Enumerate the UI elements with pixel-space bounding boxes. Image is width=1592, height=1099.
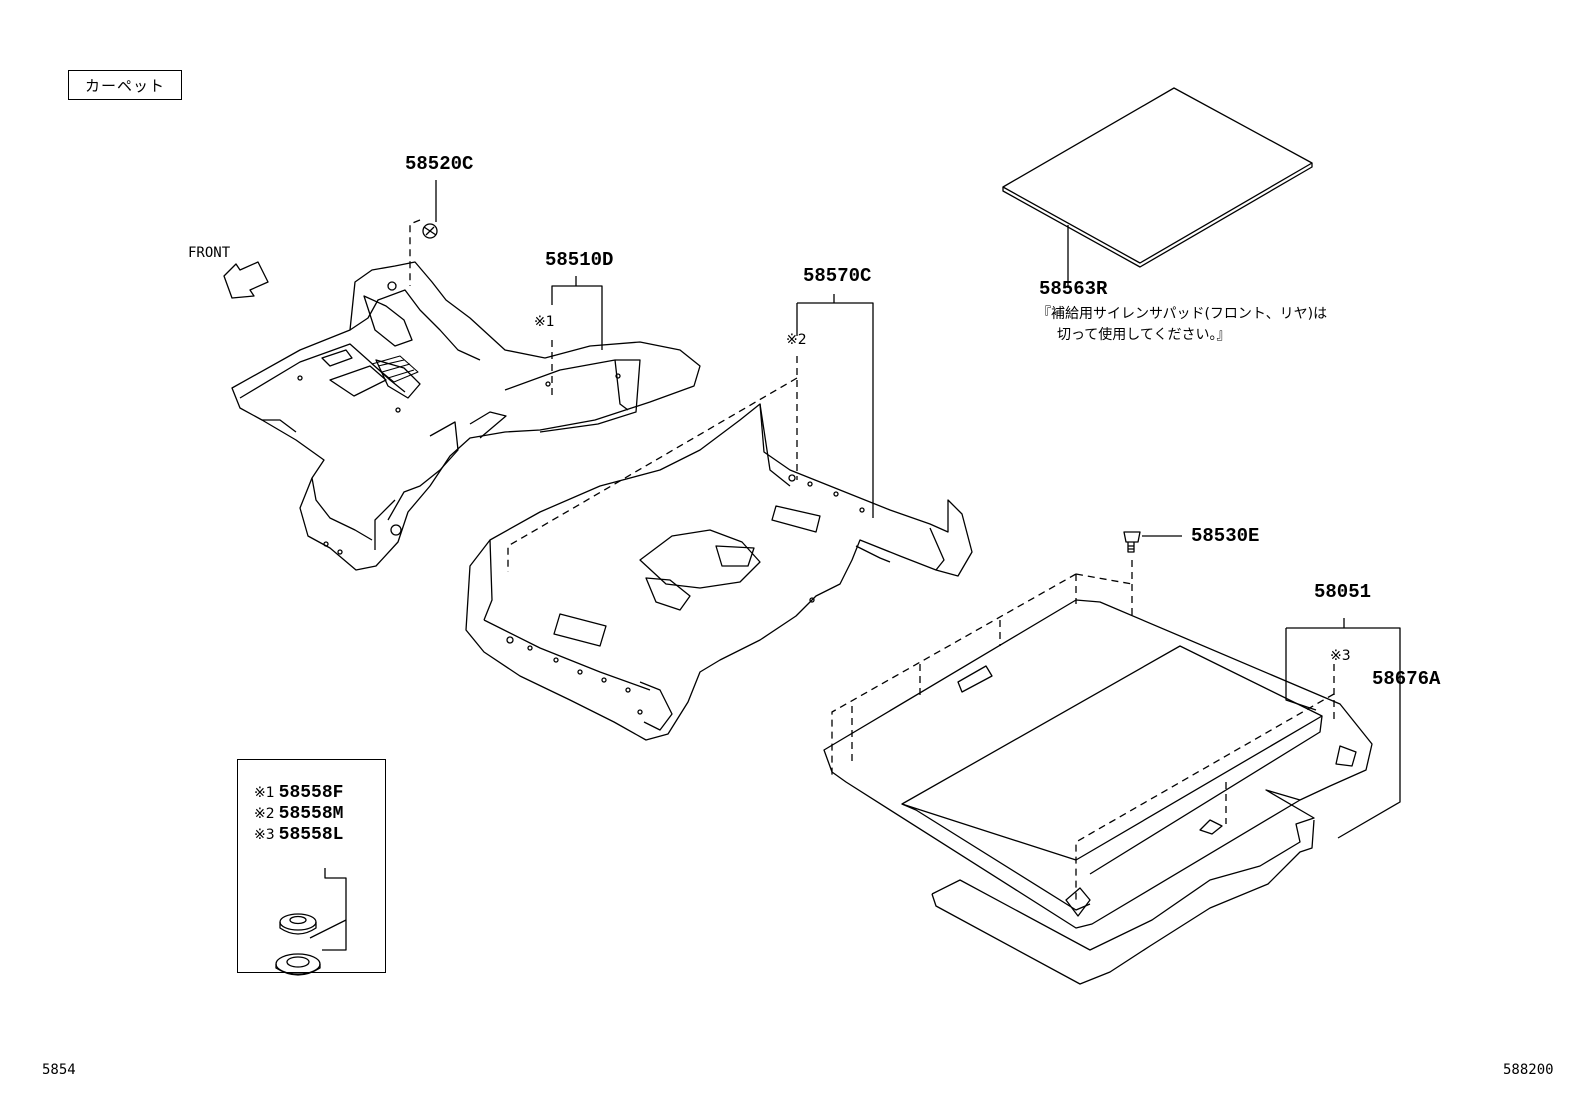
legend-symbol: ※2 (254, 806, 275, 822)
footer-right-code: 588200 (1503, 1062, 1554, 1078)
front-label: FRONT (188, 245, 231, 261)
note-line-1: 『補給用サイレンサパッド(フロント、リヤ)は (1037, 306, 1328, 322)
front-carpet-58510D (231, 261, 701, 571)
clip-58530E-icon (1123, 531, 1182, 553)
footer-left-code: 5854 (42, 1062, 76, 1078)
part-label-58510D[interactable]: 58510D (545, 249, 614, 271)
legend-symbol: ※1 (254, 785, 275, 801)
leader-lines (551, 276, 1401, 839)
part-label-58530E[interactable]: 58530E (1191, 525, 1260, 547)
part-label-58570C[interactable]: 58570C (803, 265, 872, 287)
marker-3: ※3 (1330, 648, 1351, 664)
note-line-2: 切って使用してください。』 (1057, 327, 1231, 343)
legend-part-code[interactable]: 58558M (278, 804, 344, 824)
part-label-58563R[interactable]: 58563R (1039, 278, 1108, 300)
silencer-pad-58563R (1002, 87, 1313, 288)
legend-symbol: ※3 (254, 827, 275, 843)
lower-pad-58676A (931, 789, 1315, 985)
marker-1: ※1 (534, 314, 555, 330)
part-label-58676A[interactable]: 58676A (1372, 668, 1441, 690)
grommet-icon (275, 868, 347, 976)
diagram-title: カーペット (68, 70, 182, 100)
pedal-pad-hatch (371, 355, 419, 383)
luggage-mat-58051 (823, 599, 1373, 929)
dashed-guides (409, 219, 1335, 900)
part-label-58051[interactable]: 58051 (1314, 581, 1372, 603)
clip-58520C-icon (422, 180, 438, 239)
rear-carpet-58570C (465, 403, 973, 741)
marker-2: ※2 (786, 332, 807, 348)
front-arrow-icon (223, 261, 269, 299)
part-label-58520C[interactable]: 58520C (405, 153, 474, 175)
legend-part-code[interactable]: 58558L (278, 825, 344, 845)
legend-part-code[interactable]: 58558F (278, 783, 344, 803)
